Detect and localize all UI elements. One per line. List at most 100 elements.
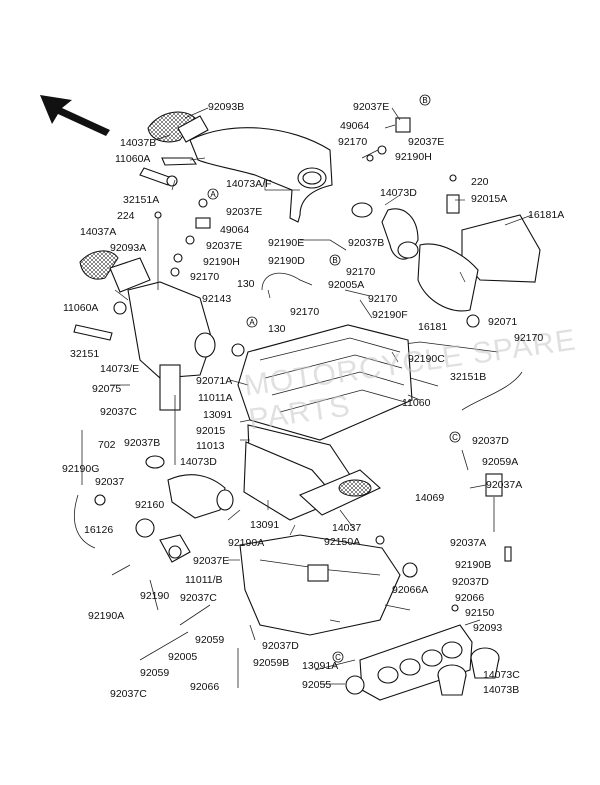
- part-label: 92170: [290, 306, 320, 318]
- part-label: 92037E: [226, 206, 263, 218]
- part-label: 92190: [140, 590, 170, 602]
- filter-element-14037: [298, 469, 381, 516]
- part-label: 92190B: [455, 559, 492, 571]
- seal-11060a-left: [113, 301, 127, 315]
- part-label: 92190A: [88, 610, 125, 622]
- part-label: 32151A: [123, 194, 160, 206]
- part-label: 14073A/F: [226, 178, 272, 190]
- leader-lines: [110, 107, 533, 685]
- part-label: 14037: [332, 522, 362, 534]
- callout-markers: [207, 94, 461, 663]
- part-label: 32151B: [450, 371, 487, 383]
- part-label: 92075: [92, 383, 122, 395]
- part-label: 92037D: [262, 640, 299, 652]
- callout-b-icon: [329, 254, 341, 266]
- part-label: 92037E: [408, 136, 445, 148]
- grommet-92071a: [231, 343, 245, 357]
- part-label: 92071: [488, 316, 518, 328]
- part-label: 92150: [465, 607, 495, 619]
- filter-14037b: [147, 111, 209, 143]
- part-label: 11060: [402, 397, 431, 409]
- cap-92071: [466, 314, 480, 328]
- part-label: 13091: [250, 519, 280, 531]
- part-label: 49064: [220, 224, 250, 236]
- part-label: 92015A: [471, 193, 508, 205]
- part-label: 92015: [196, 425, 226, 437]
- part-label: 13091A: [302, 660, 339, 672]
- seal-11060a: [161, 157, 198, 166]
- part-label: 92190G: [62, 463, 100, 475]
- part-label: 92059B: [253, 657, 290, 669]
- part-label: 92170: [190, 271, 220, 283]
- part-label: 16126: [84, 524, 114, 536]
- oring-92055: [345, 675, 365, 695]
- hose-92190d: [261, 272, 313, 291]
- part-label: 92160: [135, 499, 165, 511]
- part-label: 92037C: [180, 592, 217, 604]
- part-label: 220: [471, 176, 489, 188]
- cap-92066a: [402, 562, 418, 578]
- part-label: 14073/E: [100, 363, 140, 375]
- part-label: 11060A: [63, 302, 99, 314]
- part-label: 11011A: [198, 392, 233, 404]
- part-label: 92150A: [324, 536, 361, 548]
- part-label: 92005A: [328, 279, 365, 291]
- hose-92059: [179, 604, 211, 626]
- callout-letter: B: [422, 96, 427, 105]
- part-label: 92190H: [395, 151, 432, 163]
- part-label: 92190D: [268, 255, 305, 267]
- part-label: 702: [98, 439, 116, 451]
- part-label: 92037: [95, 476, 125, 488]
- part-label: 92170: [514, 332, 544, 344]
- part-label: 11060A: [115, 153, 151, 165]
- part-label: 13091: [203, 409, 233, 421]
- callout-letter: C: [335, 653, 341, 662]
- pipe-32151a: [139, 167, 178, 187]
- part-label: 92066: [455, 592, 485, 604]
- part-label: 92190H: [203, 256, 240, 268]
- part-label: 92005: [168, 651, 198, 663]
- part-label: 14037A: [80, 226, 117, 238]
- callout-c-icon: [332, 651, 344, 663]
- funnel-14073c-b: [437, 647, 500, 696]
- part-label: 14073D: [380, 187, 417, 199]
- callout-a-icon: [246, 316, 258, 328]
- part-label: 130: [268, 323, 286, 335]
- screw-92150a: [375, 535, 385, 545]
- hose-92059a: [461, 449, 469, 471]
- pipe-32151: [73, 324, 113, 341]
- part-label: 92059A: [482, 456, 519, 468]
- part-label: 32151: [70, 348, 100, 360]
- part-label: 92071A: [196, 375, 233, 387]
- bolt-220: [449, 174, 457, 182]
- air-cleaner-upper-housing: [237, 324, 413, 441]
- callout-letter: C: [452, 433, 458, 442]
- callout-letter: A: [249, 318, 255, 327]
- hose-92190: [149, 579, 159, 611]
- part-label: 92066: [190, 681, 220, 693]
- callout-letter: A: [210, 190, 216, 199]
- callout-a-icon: [207, 188, 219, 200]
- part-label: 92170: [338, 136, 368, 148]
- part-label: 92190C: [408, 353, 445, 365]
- part-label: 16181: [418, 321, 448, 333]
- part-label: 92037D: [452, 576, 489, 588]
- part-label: 92190A: [228, 537, 265, 549]
- part-label: 92170: [346, 266, 376, 278]
- part-label: 14073D: [180, 456, 217, 468]
- part-label: 92170: [368, 293, 398, 305]
- part-label: 11011/B: [185, 574, 223, 586]
- part-label: 92055: [302, 679, 332, 691]
- intake-duct-upper: [189, 127, 333, 223]
- part-label: 92190E: [268, 237, 305, 249]
- part-label: 92143: [202, 293, 232, 305]
- callout-c-icon: [449, 431, 461, 443]
- part-label: 11013: [196, 440, 225, 452]
- part-label: 92059: [140, 667, 170, 679]
- part-label: 130: [237, 278, 255, 290]
- callout-letter: B: [332, 256, 337, 265]
- part-label: 224: [117, 210, 135, 222]
- part-label: 92037C: [100, 406, 137, 418]
- fitting-group-b: [361, 117, 411, 162]
